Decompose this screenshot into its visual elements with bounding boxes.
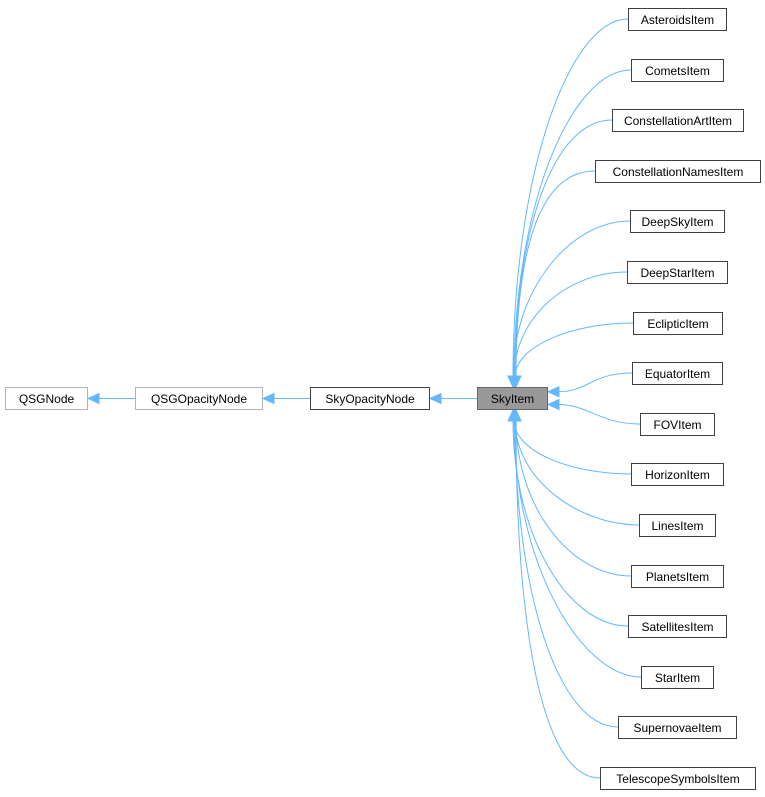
- inheritance-edge: [512, 220, 631, 378]
- inheritance-edge: [515, 419, 632, 577]
- class-node-equatoritem[interactable]: EquatorItem: [632, 362, 723, 385]
- node-label: DeepStarItem: [640, 266, 714, 280]
- inheritance-edge: [513, 419, 632, 475]
- node-box: [640, 413, 715, 436]
- node-box: [595, 160, 761, 183]
- node-label: StarItem: [655, 671, 700, 685]
- node-label: SkyOpacityNode: [325, 392, 415, 406]
- arrow-head: [86, 392, 100, 405]
- node-label: AsteroidsItem: [641, 13, 714, 27]
- class-node-constellationartitem[interactable]: ConstellationArtItem: [612, 109, 744, 132]
- node-box: [310, 387, 430, 410]
- node-label: DeepSkyItem: [641, 215, 713, 229]
- node-label: PlanetsItem: [646, 570, 709, 584]
- arrow-head: [546, 385, 560, 398]
- node-label: EquatorItem: [645, 367, 710, 381]
- node-box: [5, 387, 88, 410]
- node-box: [612, 109, 744, 132]
- inheritance-edge: [512, 419, 629, 627]
- class-node-staritem[interactable]: StarItem: [641, 666, 714, 689]
- node-label: HorizonItem: [645, 468, 710, 482]
- class-node-planetsitem[interactable]: PlanetsItem: [631, 565, 724, 588]
- node-box: [600, 767, 756, 790]
- node-box: [627, 261, 728, 284]
- inheritance-edge: [513, 69, 632, 378]
- node-box: [477, 387, 548, 410]
- edges: [86, 18, 642, 779]
- nodes: QSGNode QSGOpacityNode SkyOpacityNode SkyIt…: [5, 8, 761, 790]
- node-box: [641, 666, 714, 689]
- node-box: [630, 210, 725, 233]
- inheritance-edge: [513, 419, 642, 678]
- inheritance-edge: [514, 322, 634, 378]
- class-node-deepskyitem[interactable]: DeepSkyItem: [630, 210, 725, 233]
- node-box: [631, 59, 724, 82]
- class-node-telescopesymbolsitem[interactable]: TelescopeSymbolsItem: [600, 767, 756, 790]
- class-node-asteroidsitem[interactable]: AsteroidsItem: [628, 8, 727, 31]
- node-label: TelescopeSymbolsItem: [616, 772, 739, 786]
- class-node-qsgopacitynode[interactable]: QSGOpacityNode: [135, 387, 263, 410]
- class-node-cometsitem[interactable]: CometsItem: [631, 59, 724, 82]
- class-node-satellitesitem[interactable]: SatellitesItem: [628, 615, 727, 638]
- node-label: FOVItem: [653, 418, 701, 432]
- class-node-eclipticitem[interactable]: EclipticItem: [633, 312, 723, 335]
- inheritance-edge: [512, 18, 629, 378]
- node-label: SupernovaeItem: [633, 721, 721, 735]
- inheritance-edge: [514, 419, 619, 728]
- node-label: ConstellationNamesItem: [613, 165, 744, 179]
- node-box: [135, 387, 263, 410]
- node-label: LinesItem: [651, 519, 703, 533]
- inheritance-edge: [515, 419, 601, 779]
- inheritance-edge: [557, 404, 641, 425]
- inheritance-edge: [515, 170, 596, 378]
- node-label: QSGNode: [19, 392, 75, 406]
- class-node-qsgnode[interactable]: QSGNode: [5, 387, 88, 410]
- inheritance-edge: [557, 372, 633, 393]
- class-node-horizonitem[interactable]: HorizonItem: [631, 463, 724, 486]
- class-node-skyopacitynode[interactable]: SkyOpacityNode: [310, 387, 430, 410]
- node-box: [631, 565, 724, 588]
- node-label: SkyItem: [491, 392, 534, 406]
- node-label: CometsItem: [645, 64, 710, 78]
- node-box: [631, 463, 724, 486]
- node-box: [633, 312, 723, 335]
- node-box: [632, 362, 723, 385]
- arrow-head: [261, 392, 275, 405]
- inheritance-edge: [513, 271, 628, 378]
- node-box: [628, 8, 727, 31]
- node-label: SatellitesItem: [641, 620, 713, 634]
- inheritance-edge: [514, 119, 613, 378]
- arrow-head: [428, 392, 442, 405]
- arrow-head: [546, 398, 560, 411]
- node-box: [639, 514, 716, 537]
- class-node-deepstaritem[interactable]: DeepStarItem: [627, 261, 728, 284]
- class-node-fovitem[interactable]: FOVItem: [640, 413, 715, 436]
- class-node-constellationnamesitem[interactable]: ConstellationNamesItem: [595, 160, 761, 183]
- node-box: [628, 615, 727, 638]
- node-label: QSGOpacityNode: [151, 392, 247, 406]
- node-box: [618, 716, 737, 739]
- node-label: EclipticItem: [647, 317, 708, 331]
- inheritance-edge: [514, 419, 640, 526]
- class-node-linesitem[interactable]: LinesItem: [639, 514, 716, 537]
- class-node-supernovaeitem[interactable]: SupernovaeItem: [618, 716, 737, 739]
- node-label: ConstellationArtItem: [624, 114, 732, 128]
- class-node-skyitem[interactable]: SkyItem: [477, 387, 548, 410]
